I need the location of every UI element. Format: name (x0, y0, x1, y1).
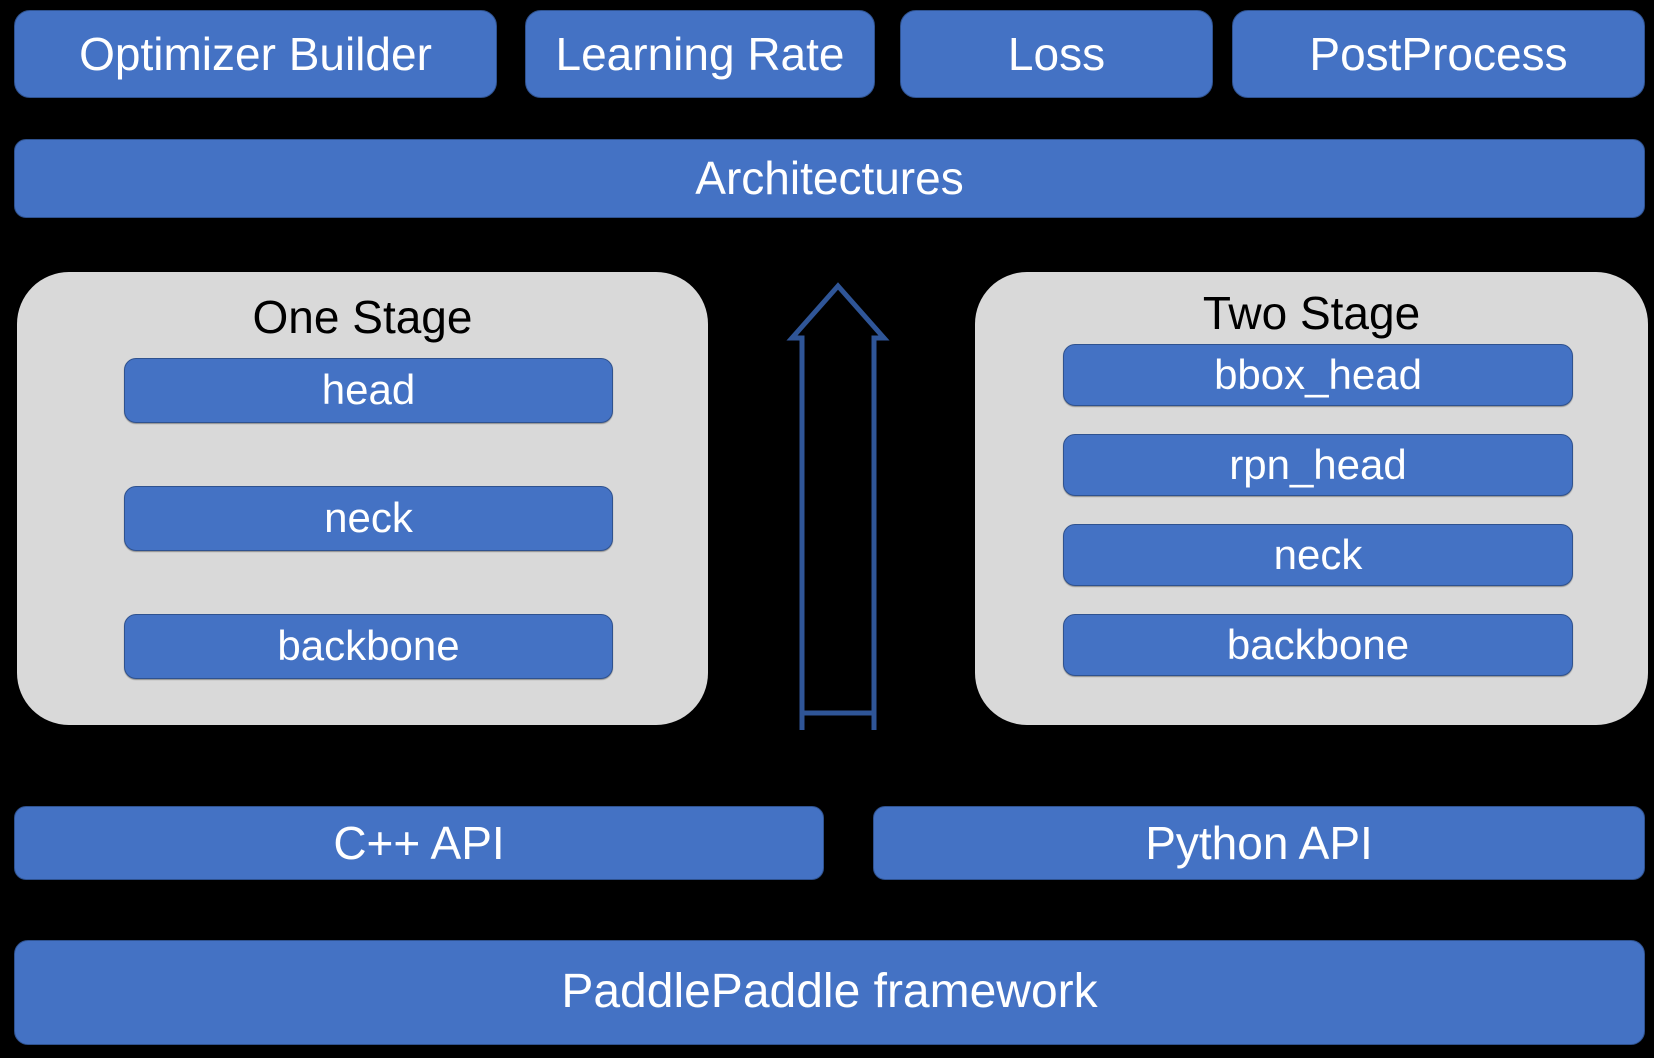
box-postprocess[interactable]: PostProcess (1232, 10, 1645, 98)
panel-two-stage: Two Stage bbox_head rpn_head neck backbo… (975, 272, 1648, 725)
bar-architectures[interactable]: Architectures (14, 139, 1645, 218)
panel-one-stage-title: One Stage (252, 291, 473, 343)
box-cpp-api-label: C++ API (333, 816, 505, 869)
box-loss-label: Loss (1007, 27, 1106, 80)
box-optimizer-builder[interactable]: Optimizer Builder (14, 10, 497, 98)
arrow-up-icon (786, 282, 890, 730)
module-two-stage-backbone-label: backbone (1226, 620, 1410, 668)
module-one-stage-backbone-label: backbone (277, 622, 460, 670)
module-two-stage-bbox-head-label: bbox_head (1214, 350, 1422, 398)
panel-one-stage: One Stage head neck backbone (17, 272, 708, 725)
box-python-api-label: Python API (1145, 816, 1373, 869)
box-learning-rate-label: Learning Rate (555, 27, 845, 80)
module-one-stage-backbone[interactable]: backbone (124, 614, 613, 679)
module-two-stage-backbone[interactable]: backbone (1063, 614, 1573, 676)
box-postprocess-label: PostProcess (1309, 27, 1568, 80)
bar-framework[interactable]: PaddlePaddle framework (14, 940, 1645, 1045)
box-loss[interactable]: Loss (900, 10, 1213, 98)
box-python-api[interactable]: Python API (873, 806, 1645, 880)
box-learning-rate[interactable]: Learning Rate (525, 10, 875, 98)
module-two-stage-rpn-head[interactable]: rpn_head (1063, 434, 1573, 496)
module-one-stage-neck[interactable]: neck (124, 486, 613, 551)
module-one-stage-neck-label: neck (324, 494, 413, 542)
bar-architectures-label: Architectures (695, 152, 964, 205)
box-optimizer-builder-label: Optimizer Builder (79, 27, 432, 80)
module-two-stage-rpn-head-label: rpn_head (1229, 440, 1407, 488)
module-two-stage-neck[interactable]: neck (1063, 524, 1573, 586)
module-two-stage-bbox-head[interactable]: bbox_head (1063, 344, 1573, 406)
module-two-stage-neck-label: neck (1273, 530, 1363, 578)
bar-framework-label: PaddlePaddle framework (561, 965, 1098, 1019)
module-one-stage-head[interactable]: head (124, 358, 613, 423)
module-one-stage-head-label: head (321, 366, 416, 414)
box-cpp-api[interactable]: C++ API (14, 806, 824, 880)
panel-two-stage-title: Two Stage (1202, 287, 1421, 339)
